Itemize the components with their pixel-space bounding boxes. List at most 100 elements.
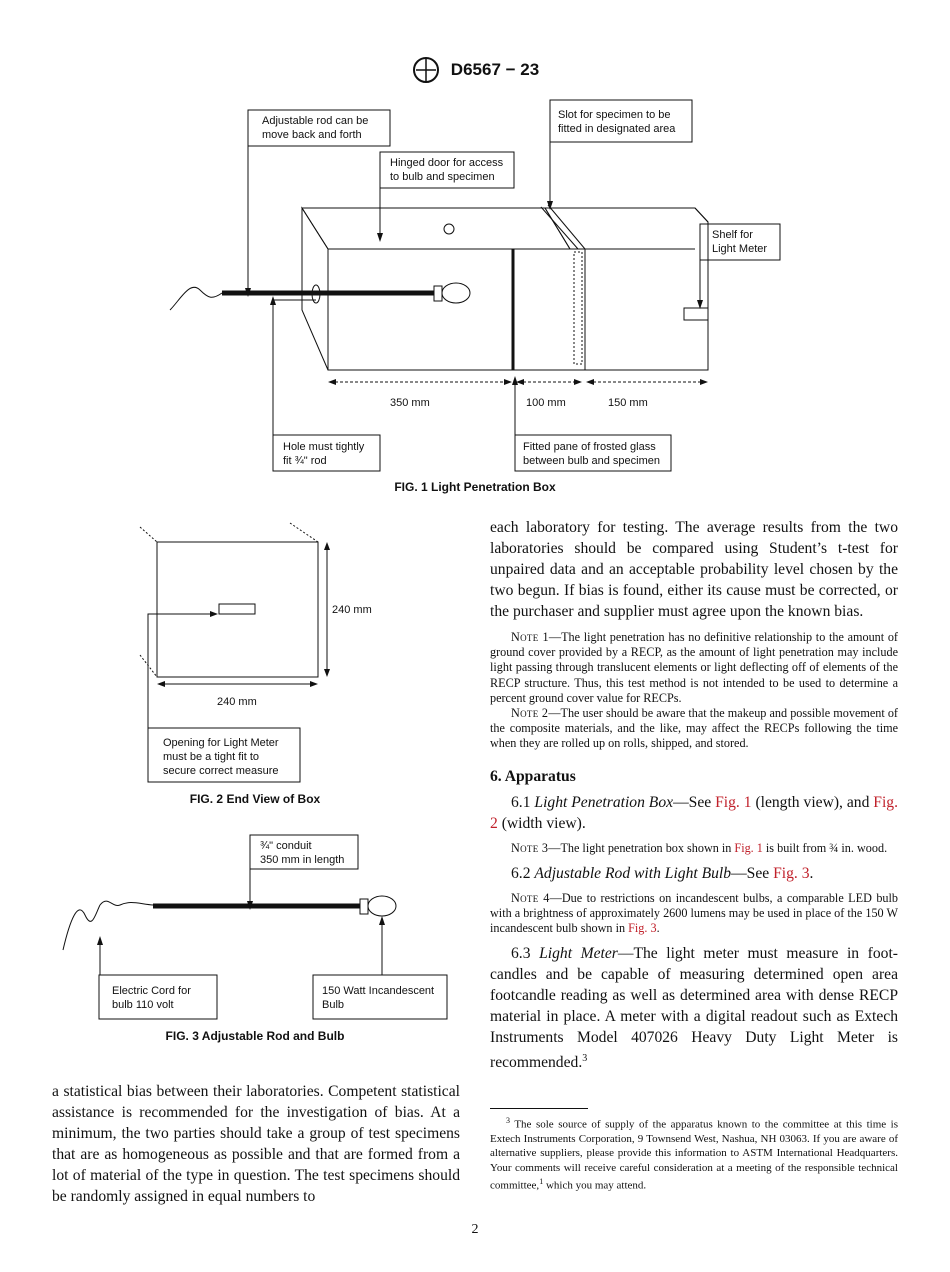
label-dim-100: 100 mm — [526, 397, 566, 409]
label-opening-2: must be a tight fit to — [163, 751, 259, 763]
label-hole-1: Hole must tightly — [283, 441, 365, 453]
note-3-text-a: —The light penetration box shown in — [548, 840, 732, 855]
s61-text-c: (width view). — [501, 814, 586, 832]
label-pane-2: between bulb and specimen — [523, 455, 660, 467]
box-front — [327, 248, 586, 371]
label-cord-1: Electric Cord for — [112, 985, 191, 997]
callout-door-box — [379, 151, 515, 189]
right-column: each laboratory for testing. The average… — [490, 517, 898, 1074]
footnote-ref-1[interactable]: 1 — [539, 1177, 544, 1187]
astm-logo-icon — [412, 57, 439, 83]
note-4: Note 4—Due to restrictions on incandesce… — [490, 891, 898, 937]
label-bulb-2: Bulb — [322, 999, 344, 1011]
label-conduit-2: 350 mm in length — [260, 854, 344, 866]
figure-2-caption: FIG. 2 End View of Box — [189, 792, 321, 806]
footnote-ref-3[interactable]: 3 — [582, 1053, 588, 1065]
figure-3-rod-and-bulb: ¾" conduit 350 mm in length Electric Cor… — [62, 834, 448, 1020]
callout-cord-box — [98, 974, 218, 1020]
s63-title: Light Meter — [539, 945, 618, 963]
note-3-label: Note 3 — [511, 840, 549, 855]
label-shelf-2: Light Meter — [712, 243, 767, 255]
s63-number: 6.3 — [511, 945, 531, 963]
label-rod-1: Adjustable rod can be — [262, 115, 368, 127]
note-3-text-b: is built from ¾ in. wood. — [765, 840, 888, 855]
callout-hole-box — [272, 434, 381, 472]
footnote-3-end: which you may attend. — [545, 1179, 647, 1192]
note-2: Note 2—The user should be aware that the… — [490, 706, 898, 752]
note-1: Note 1—The light penetration has no defi… — [490, 630, 898, 706]
note-1-text: —The light penetration has no definitive… — [490, 630, 898, 705]
s61-text-b: (length view), and — [755, 793, 870, 811]
callout-bulb-box — [312, 974, 448, 1020]
label-slot-1: Slot for specimen to be — [558, 109, 671, 121]
callout-slot-box — [549, 99, 693, 143]
bulb — [441, 282, 471, 304]
label-hole-2: fit ¾" rod — [283, 455, 327, 467]
s62-text-b: . — [809, 864, 814, 882]
footnote-3-text: The sole source of supply of the apparat… — [490, 1118, 898, 1192]
fig-2-link[interactable]: Fig. 2 — [490, 793, 898, 832]
lab-paragraph: each laboratory for testing. The average… — [490, 519, 898, 620]
label-rod-2: move back and forth — [262, 129, 362, 141]
note-3-fig-1-link[interactable]: Fig. 1 — [734, 840, 763, 855]
footnote-3: 3 The sole source of supply of the appar… — [490, 1114, 898, 1193]
label-width-240: 240 mm — [217, 696, 257, 708]
note-2-label: Note 2 — [511, 706, 549, 721]
s62-number: 6.2 — [511, 864, 531, 882]
section-6-heading: 6. Apparatus — [490, 767, 576, 785]
fig-1-link[interactable]: Fig. 1 — [715, 793, 752, 811]
s61-text-a: —See — [673, 793, 712, 811]
s61-number: 6.1 — [511, 793, 531, 811]
label-shelf-1: Shelf for — [712, 229, 753, 241]
box-top-left — [301, 207, 571, 250]
figure-2-end-view: 240 mm 240 mm Opening for Light Meter mu… — [139, 522, 372, 783]
page-number: 2 — [471, 1222, 479, 1237]
note-1-label: Note 1 — [511, 630, 549, 644]
fig-3-link[interactable]: Fig. 3 — [773, 864, 810, 882]
callout-shelf-box — [699, 223, 781, 261]
label-conduit-1: ¾" conduit — [260, 840, 312, 852]
callout-rod-box — [247, 109, 391, 147]
label-height-240: 240 mm — [332, 604, 372, 616]
figure-3-caption: FIG. 3 Adjustable Rod and Bulb — [165, 1029, 345, 1043]
note-4-label: Note 4 — [511, 890, 550, 905]
note-4-fig-3-link[interactable]: Fig. 3 — [628, 921, 657, 936]
section-6-2: 6.2 Adjustable Rod with Light Bulb—See F… — [490, 863, 898, 884]
callout-pane-box — [514, 434, 672, 472]
note-4-text-b: . — [656, 921, 660, 936]
box-end — [301, 206, 329, 371]
end-view-box — [156, 541, 319, 678]
label-door-1: Hinged door for access — [390, 157, 504, 169]
note-4-text-a: —Due to restrictions on incandescent bul… — [490, 890, 898, 936]
s61-title: Light Penetration Box — [534, 793, 674, 811]
label-dim-150: 150 mm — [608, 397, 648, 409]
label-pane-1: Fitted pane of frosted glass — [523, 441, 656, 453]
standard-code: D6567 − 23 — [450, 60, 540, 79]
figure-1-light-penetration-box: Adjustable rod can be move back and fort… — [169, 99, 781, 472]
label-dim-350: 350 mm — [390, 397, 430, 409]
label-slot-2: fitted in designated area — [558, 123, 676, 135]
note-3: Note 3—The light penetration box shown i… — [490, 841, 898, 856]
bias-paragraph: a statistical bias between their laborat… — [52, 1083, 460, 1205]
label-cord-2: bulb 110 volt — [112, 999, 174, 1011]
footnote-3-marker: 3 — [506, 1116, 510, 1125]
label-door-2: to bulb and specimen — [390, 171, 495, 183]
meter-opening — [218, 603, 256, 615]
left-column: a statistical bias between their laborat… — [52, 1081, 460, 1207]
footnote-rule — [490, 1108, 588, 1109]
specimen-slot — [573, 251, 583, 365]
label-opening-3: secure correct measure — [163, 765, 279, 777]
door-knob — [443, 223, 455, 235]
section-6-3: 6.3 Light Meter—The light meter must mea… — [490, 943, 898, 1073]
page-header: D6567 − 23 — [0, 56, 950, 84]
section-6-1: 6.1 Light Penetration Box—See Fig. 1 (le… — [490, 792, 898, 834]
bulb — [367, 895, 397, 917]
label-opening-1: Opening for Light Meter — [163, 737, 279, 749]
meter-shelf — [683, 307, 709, 321]
s62-text-a: —See — [731, 864, 770, 882]
note-2-text: —The user should be aware that the makeu… — [490, 706, 898, 751]
s63-text: —The light meter must measure in foot-ca… — [490, 945, 898, 1072]
s62-title: Adjustable Rod with Light Bulb — [534, 864, 732, 882]
figure-1-caption: FIG. 1 Light Penetration Box — [394, 480, 556, 494]
label-bulb-1: 150 Watt Incandescent — [322, 985, 434, 997]
